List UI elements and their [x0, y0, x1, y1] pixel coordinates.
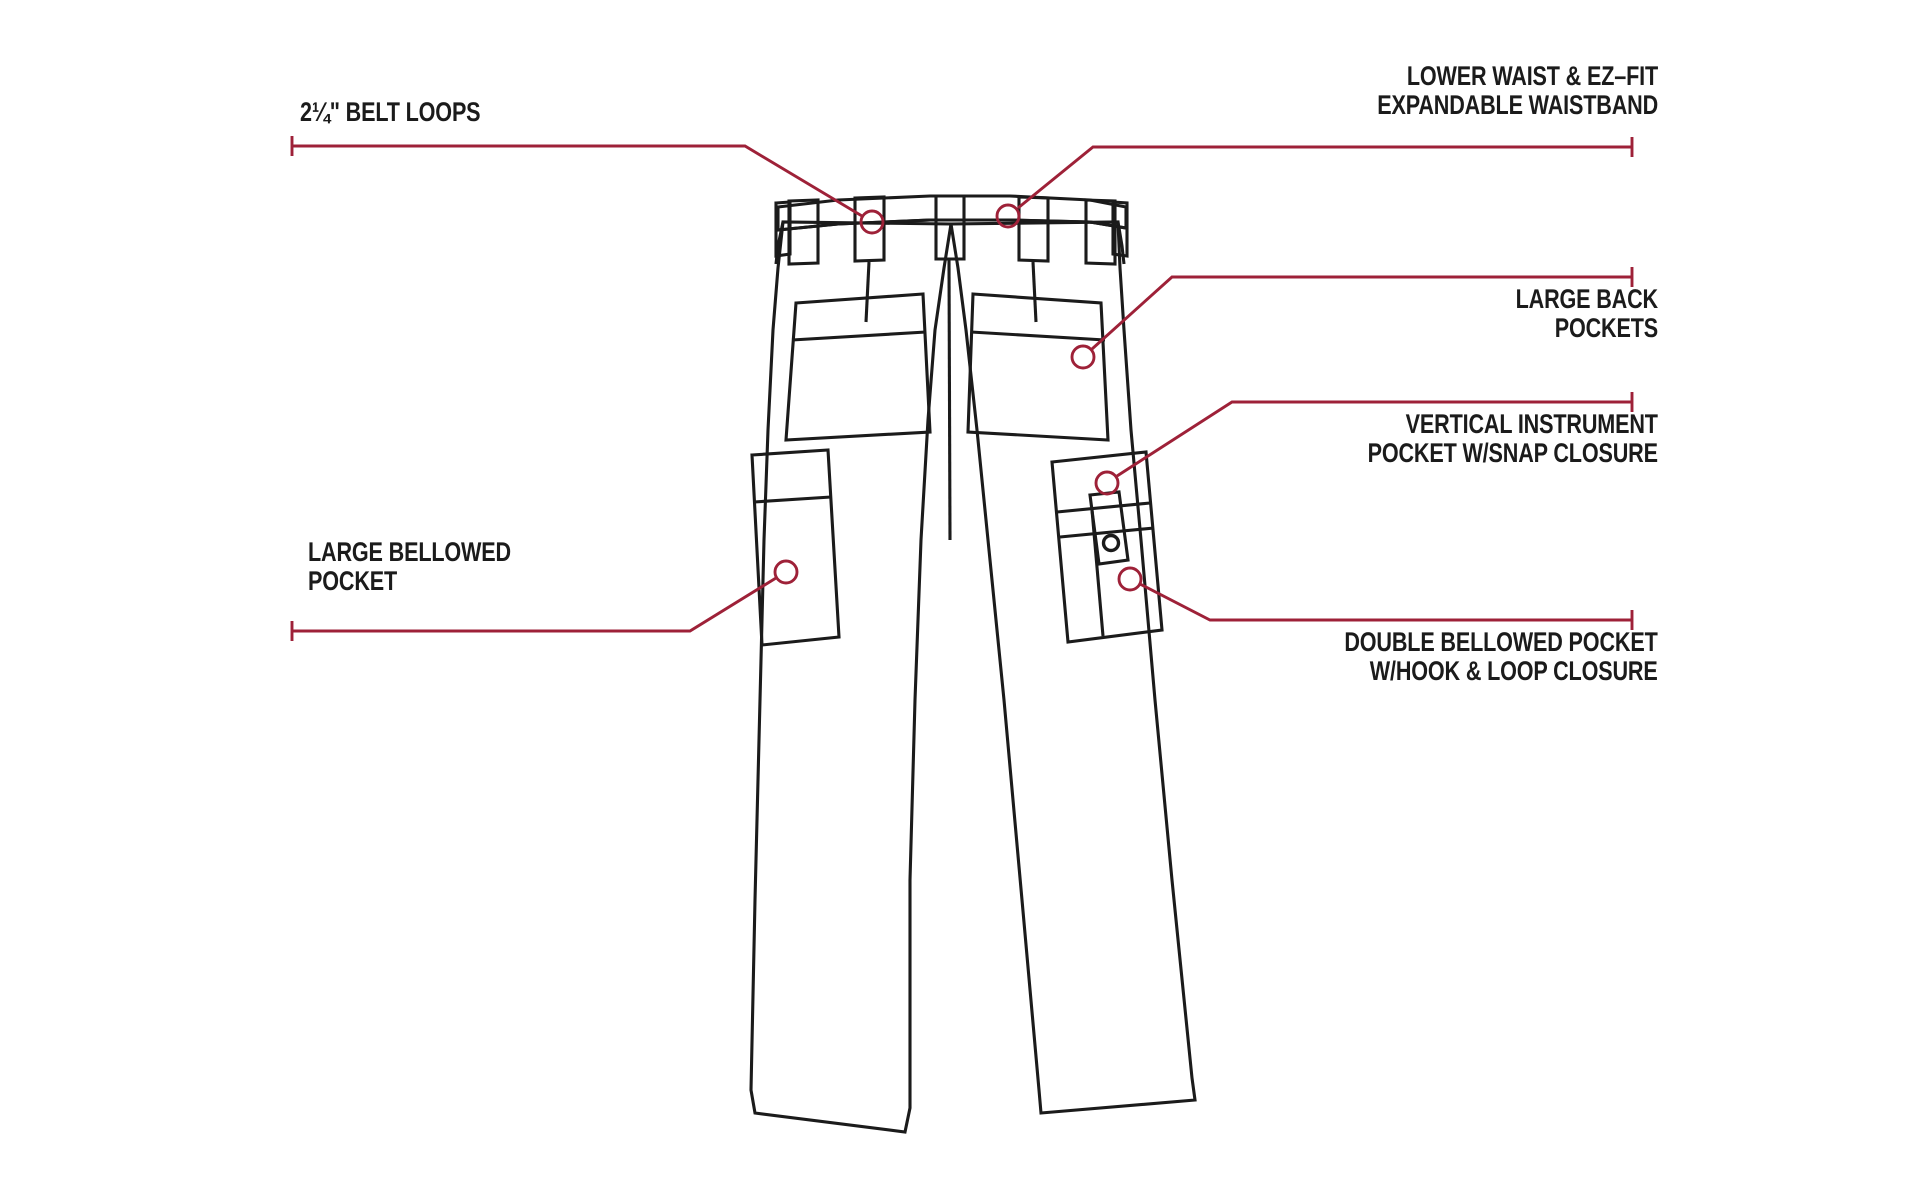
- callout-label-belt-loops: 2¼" BELT LOOPS: [300, 97, 481, 127]
- leader-dot-back-pockets: [1070, 344, 1096, 370]
- back-pocket-left-flap-seam: [791, 330, 927, 342]
- leader-path-belt-loops: [292, 144, 863, 218]
- belt-loop-2: [853, 195, 886, 263]
- leader-dot-double-bellowed: [1117, 566, 1143, 592]
- leader-double-bellowed: [1117, 566, 1634, 630]
- leader-back-pockets: [1070, 267, 1634, 370]
- leader-dot-waistband: [995, 203, 1021, 229]
- leader-dot-instrument-pocket: [1094, 470, 1120, 496]
- callout-label-instrument-pocket: VERTICAL INSTRUMENT POCKET W/SNAP CLOSUR…: [1367, 409, 1658, 468]
- snap-closure-icon: [1101, 533, 1121, 553]
- bellowed-pocket-right: [1050, 450, 1164, 644]
- waistband-lower-edge: [777, 218, 1127, 232]
- leader-path-back-pockets: [1091, 275, 1632, 351]
- leader-waistband: [995, 137, 1634, 229]
- belt-loop-5: [1084, 198, 1117, 266]
- leader-path-double-bellowed: [1139, 582, 1632, 622]
- callout-label-double-bellowed-pocket: DOUBLE BELLOWED POCKET W/HOOK & LOOP CLO…: [1344, 627, 1658, 686]
- pant-right-panel-outline: [949, 220, 1197, 1115]
- back-pocket-left-outline: [784, 292, 932, 442]
- pant-outline: [749, 220, 1197, 1134]
- belt-loops: [787, 194, 1117, 323]
- waistband-side-tab-right: [1111, 200, 1129, 258]
- center-back-seam: [947, 259, 952, 541]
- right-hip-edge: [1116, 221, 1126, 265]
- pant-body-outline: [749, 220, 953, 1134]
- belt-loop-3: [934, 194, 966, 261]
- back-pocket-right-outline: [966, 292, 1110, 442]
- belt-loop-1: [787, 198, 820, 266]
- leader-instrument-pocket: [1094, 392, 1634, 496]
- back-pocket-left: [784, 292, 932, 442]
- bellowed-pocket-right-outline: [1050, 450, 1164, 644]
- leader-belt-loops: [290, 136, 885, 235]
- bellowed-pocket-right-flap-seam: [1056, 501, 1151, 514]
- leader-large-bellowed: [290, 559, 799, 641]
- leader-path-waistband: [1017, 145, 1632, 210]
- bellowed-pocket-right-band-seam: [1059, 526, 1155, 539]
- leader-dot-large-bellowed: [773, 559, 799, 585]
- bellowed-pocket-left: [750, 448, 841, 647]
- belt-loop-4: [1017, 195, 1050, 263]
- belt-loop-seam-right: [1031, 261, 1038, 323]
- leader-dot-belt-loops: [859, 209, 885, 235]
- leader-path-large-bellowed: [292, 576, 777, 633]
- back-pocket-right-flap-seam: [970, 330, 1106, 342]
- back-pocket-right: [966, 292, 1110, 442]
- belt-loop-seam-left: [864, 261, 871, 323]
- bellowed-pocket-left-outline: [750, 448, 841, 647]
- callout-label-back-pockets: LARGE BACK POCKETS: [1515, 284, 1659, 343]
- leader-path-instrument-pocket: [1116, 400, 1632, 478]
- bellowed-pocket-left-flap-seam: [753, 495, 832, 504]
- callout-label-waistband: LOWER WAIST & EZ–FIT EXPANDABLE WAISTBAN…: [1377, 61, 1658, 120]
- callout-label-large-bellowed-pocket: LARGE BELLOWED POCKET: [308, 537, 511, 596]
